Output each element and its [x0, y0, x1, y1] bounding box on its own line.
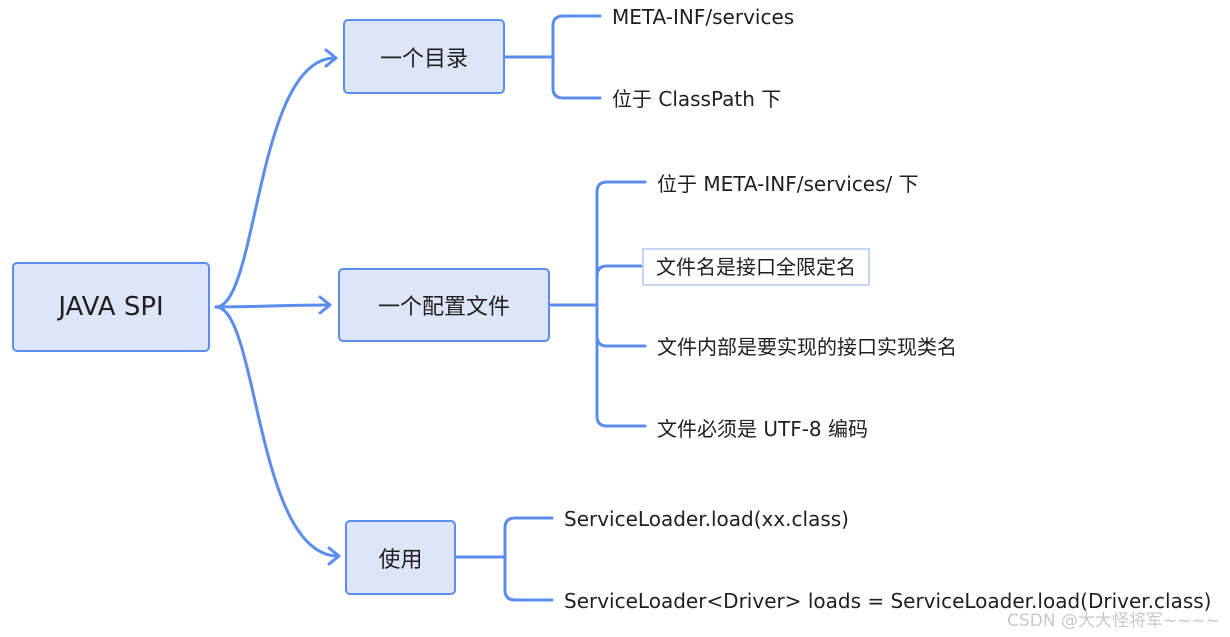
- arrowhead-branch-1: [324, 48, 338, 68]
- branch-node-config-file[interactable]: 一个配置文件: [338, 268, 550, 342]
- leaf-file-content: 文件内部是要实现的接口实现类名: [657, 335, 957, 359]
- leaf-load-call: ServiceLoader.load(xx.class): [564, 507, 849, 531]
- leaf-load-example: ServiceLoader<Driver> loads = ServiceLoa…: [564, 589, 1212, 613]
- branch-node-usage[interactable]: 使用: [345, 520, 456, 595]
- leaf-file-name[interactable]: 文件名是接口全限定名: [642, 248, 870, 286]
- leaf-location: 位于 META-INF/services/ 下: [657, 172, 919, 196]
- leaf-classpath: 位于 ClassPath 下: [612, 87, 782, 111]
- leaf-meta-inf-services: META-INF/services: [612, 5, 795, 29]
- leaf-encoding: 文件必须是 UTF-8 编码: [657, 417, 869, 441]
- arrowhead-branch-3: [327, 546, 341, 566]
- bracket-branch-3: [453, 516, 554, 602]
- bracket-branch-1: [502, 14, 602, 100]
- root-node[interactable]: JAVA SPI: [12, 262, 210, 352]
- edge-root-branch-1: [214, 56, 337, 309]
- edge-root-branch-3: [214, 305, 340, 558]
- arrowhead-branch-2: [318, 295, 332, 315]
- bracket-branch-2: [547, 180, 647, 428]
- csdn-watermark: CSDN @大大怪将军~~~~: [1007, 611, 1220, 631]
- branch-node-directory[interactable]: 一个目录: [343, 19, 505, 94]
- edge-root-branch-2: [214, 303, 331, 309]
